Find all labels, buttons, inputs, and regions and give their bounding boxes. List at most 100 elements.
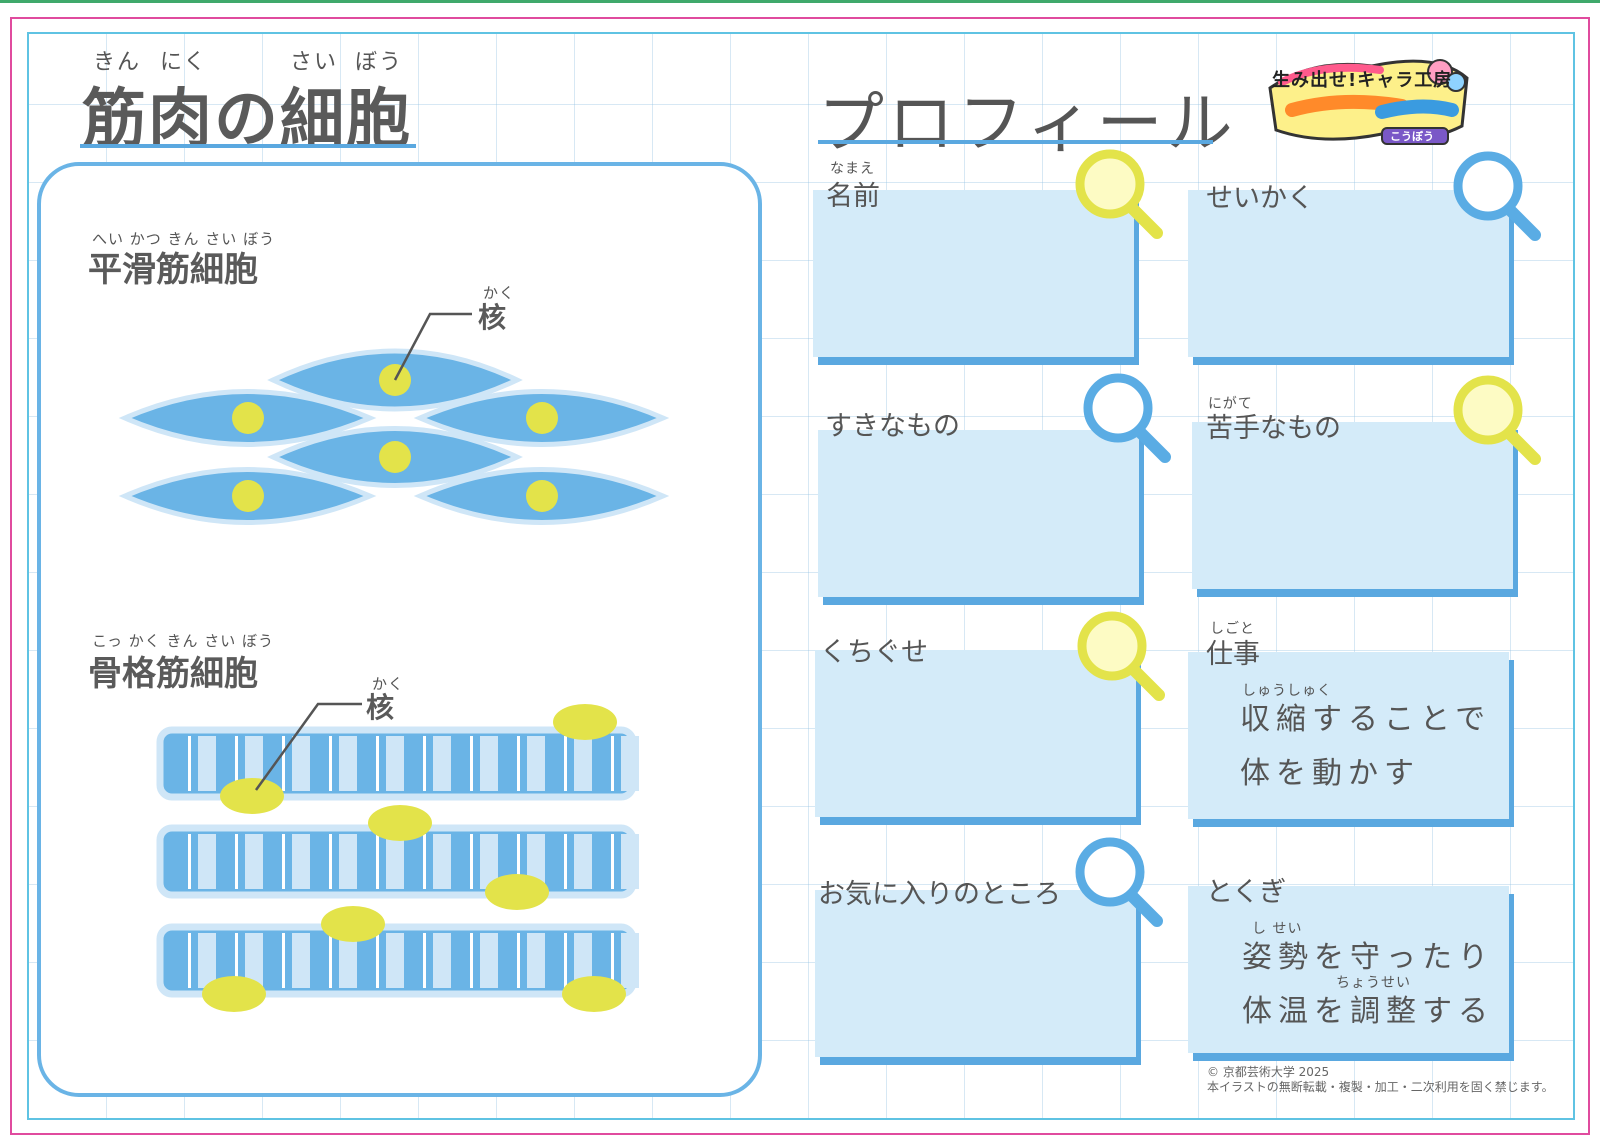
nucleus (379, 441, 411, 473)
magnifier-icon (1083, 373, 1171, 463)
striation-band (245, 834, 263, 889)
striation-band (574, 736, 592, 791)
copyright-notice: 本イラストの無断転載・複製・加工・二次利用を固く禁じます。 (1207, 1080, 1554, 1094)
nucleus (202, 976, 266, 1012)
striation-band (433, 933, 451, 988)
profile-title-underline (818, 140, 1213, 144)
skeletal-muscle-ruby: こっ かく きん さい ぼう (92, 632, 275, 650)
striation-band (433, 834, 451, 889)
logo-ruby: こうぼう (1390, 130, 1434, 143)
striation-band (339, 933, 357, 988)
smooth-muscle-illustration (118, 312, 670, 525)
striation-band (480, 834, 498, 889)
striation-line (611, 933, 614, 988)
striation-line (376, 736, 379, 791)
copyright: © 京都芸術大学 2025 (1207, 1065, 1330, 1079)
nucleus (232, 480, 264, 512)
striation-line (423, 736, 426, 791)
nucleus (485, 874, 549, 910)
logo-text: 生み出せ!キャラ工房 (1272, 70, 1453, 91)
skeletal-nucleus-label: 核 (366, 691, 395, 724)
striation-band (527, 736, 545, 791)
striation-line (564, 736, 567, 791)
outer-frame (10, 17, 1590, 1135)
striation-band (292, 834, 310, 889)
striation-line (423, 933, 426, 988)
smooth-muscle-ruby: へい かつ きん さい ぼう (92, 230, 276, 248)
job-line1: 収縮することで (1240, 702, 1492, 737)
smooth-nucleus-label: 核 (478, 301, 507, 334)
job-line1-ruby: しゅうしゅく (1242, 683, 1332, 699)
title-underline (80, 144, 416, 148)
striation-band (198, 933, 216, 988)
striation-band (245, 736, 263, 791)
striation-line (376, 933, 379, 988)
nucleus-pointer-line (393, 312, 472, 381)
striation-line (282, 736, 285, 791)
nucleus (526, 402, 558, 434)
striation-line (235, 736, 238, 791)
card-name-label: 名前 (826, 181, 880, 212)
striation-band (339, 736, 357, 791)
job-line2: 体を動かす (1240, 756, 1420, 791)
skill-line1: 姿勢を守ったり (1242, 940, 1494, 975)
card-favorite-label: お気に入りのところ (818, 879, 1061, 910)
striation-band (339, 834, 357, 889)
title-ruby-niku: にく (160, 50, 208, 75)
striation-line (564, 834, 567, 889)
striation-line (235, 933, 238, 988)
striation-band (386, 834, 404, 889)
striation-band (480, 736, 498, 791)
striation-band (621, 834, 639, 889)
striation-band (621, 933, 639, 988)
kyara-koubou-logo: 生み出せ!キャラ工房 こうぼう (1262, 48, 1474, 148)
striation-line (611, 834, 614, 889)
striation-band (198, 834, 216, 889)
striation-line (188, 736, 191, 791)
striation-line (329, 736, 332, 791)
magnifier-icon (1453, 375, 1541, 465)
striation-band (386, 736, 404, 791)
title-ruby-sai: さい (290, 50, 339, 75)
magnifier-icon (1075, 149, 1163, 239)
title-ruby-bou: ぼう (355, 50, 404, 75)
title-ruby-kin: きん (93, 50, 142, 75)
striation-band (292, 933, 310, 988)
nucleus (368, 805, 432, 841)
magnifier-icon (1075, 837, 1163, 927)
striation-line (611, 736, 614, 791)
card-name-ruby: なまえ (830, 161, 875, 177)
striation-line (517, 736, 520, 791)
striation-band (480, 933, 498, 988)
skill-line2: 体温を調整する (1242, 994, 1494, 1029)
nucleus (526, 480, 558, 512)
nucleus (220, 778, 284, 814)
striation-band (621, 736, 639, 791)
striation-line (470, 834, 473, 889)
striation-band (574, 834, 592, 889)
top-border (0, 0, 1600, 3)
skill-line2-ruby: ちょうせい (1336, 975, 1411, 991)
smooth-muscle-label: 平滑筋細胞 (88, 250, 258, 290)
card-likes-label: すきなもの (825, 411, 960, 442)
striation-band (386, 933, 404, 988)
profile-title: プロフィール (818, 85, 1237, 162)
card-catchphrase-label: くちぐせ (820, 637, 928, 668)
striation-line (188, 933, 191, 988)
card-personality-label: せいかく (1206, 183, 1314, 214)
card-skill-label: とくぎ (1206, 877, 1287, 908)
card-dislikes-label: 苦手なもの (1206, 413, 1341, 444)
striation-band (527, 933, 545, 988)
nucleus (321, 906, 385, 942)
striation-band (292, 736, 310, 791)
striation-line (470, 736, 473, 791)
skill-line1-ruby: し せい (1252, 921, 1303, 937)
striation-line (188, 834, 191, 889)
card-job-label: 仕事 (1206, 639, 1260, 670)
striation-band (198, 736, 216, 791)
striation-line (470, 933, 473, 988)
card-job-ruby: しごと (1210, 621, 1255, 637)
skeletal-muscle-illustration (156, 702, 639, 1012)
nucleus (562, 976, 626, 1012)
striation-line (282, 933, 285, 988)
